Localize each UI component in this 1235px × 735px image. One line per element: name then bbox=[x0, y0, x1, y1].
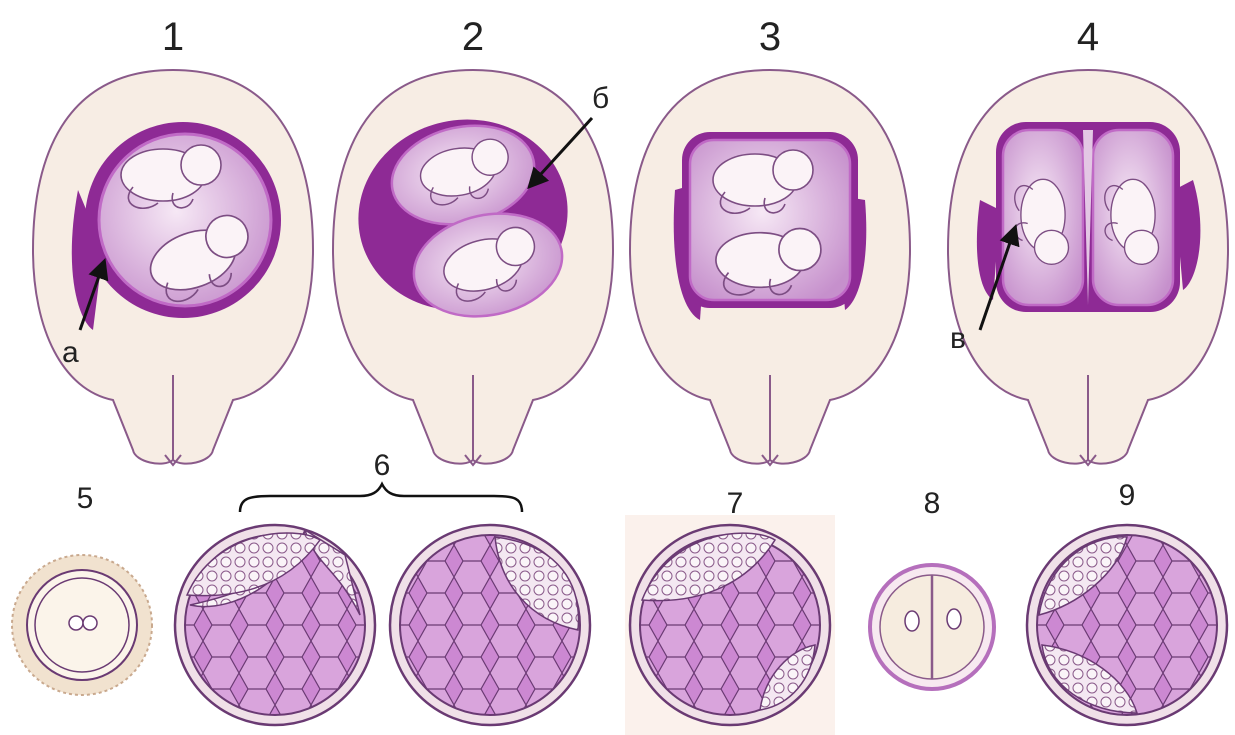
figure-label-8: 8 bbox=[924, 487, 941, 520]
brace-figure-6 bbox=[240, 484, 522, 512]
pointer-label-v: в bbox=[950, 322, 966, 355]
blastocyst-figure-9 bbox=[1027, 525, 1227, 725]
pointer-label-a: а bbox=[62, 336, 79, 369]
uterus-figure-3 bbox=[630, 70, 910, 465]
zygote-figure-5 bbox=[12, 555, 152, 695]
uterus-figure-4 bbox=[948, 70, 1228, 465]
figure-label-5: 5 bbox=[77, 482, 94, 515]
figure-label-3: 3 bbox=[759, 15, 781, 59]
two-cell-figure-8 bbox=[870, 565, 994, 689]
figure-label-2: 2 bbox=[462, 15, 484, 59]
uterus-figure-2 bbox=[333, 70, 613, 465]
figure-label-1: 1 bbox=[162, 15, 184, 59]
blastocyst-figure-7 bbox=[625, 515, 835, 735]
pointer-label-b: б bbox=[592, 82, 609, 115]
blastocyst-figure-6-right bbox=[390, 525, 590, 725]
figure-label-4: 4 bbox=[1077, 15, 1099, 59]
blastocyst-figure-6-left bbox=[175, 525, 375, 725]
figure-label-9: 9 bbox=[1119, 479, 1136, 512]
uterus-figure-1 bbox=[33, 70, 313, 465]
figure-label-6: 6 bbox=[374, 449, 391, 482]
